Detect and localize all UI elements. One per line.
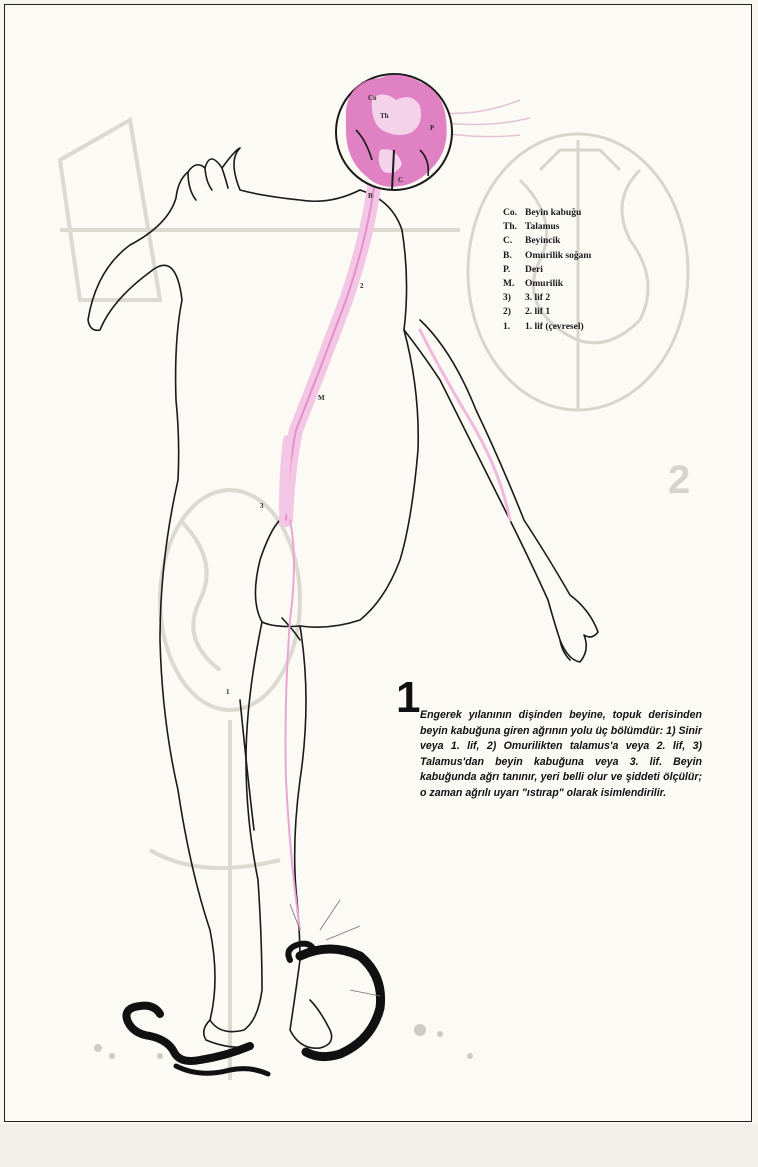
label-c: C [398, 176, 403, 184]
legend-item-th: Th.Talamus [503, 220, 591, 234]
ground-pebbles [94, 1024, 473, 1059]
label-co: Co [368, 94, 377, 102]
legend-item-fiber-3: 3)3. lif 2 [503, 291, 591, 305]
ghost-figure-number: 2 [668, 458, 690, 503]
legend-item-fiber-1: 1.1. lif (çevresel) [503, 320, 591, 334]
label-m: M [318, 394, 325, 402]
label-1: 1 [226, 688, 230, 696]
legend-item-fiber-2: 2)2. lif 1 [503, 305, 591, 319]
figure-caption: Engerek yılanının dişinden beyine, topuk… [420, 708, 702, 802]
figure-number: 1 [396, 676, 420, 720]
label-3: 3 [260, 502, 264, 510]
label-2: 2 [360, 282, 364, 290]
legend: Co.Beyin kabuğu Th.Talamus C.Beyincik B.… [503, 206, 591, 334]
snake-illustration [127, 944, 381, 1074]
legend-item-p: P.Deri [503, 263, 591, 277]
legend-item-m: M.Omurilik [503, 277, 591, 291]
footer-strip [0, 1124, 758, 1167]
pain-nerve-pathway [284, 170, 510, 930]
legend-item-co: Co.Beyin kabuğu [503, 206, 591, 220]
ghost-left-structures [60, 120, 460, 1080]
brain-cross-section [336, 74, 452, 190]
label-p: P [430, 124, 435, 132]
legend-item-c: C.Beyincik [503, 234, 591, 248]
legend-item-b: B.Omurilik soğanı [503, 249, 591, 263]
label-b: B [368, 192, 373, 200]
label-th: Th [380, 112, 389, 120]
